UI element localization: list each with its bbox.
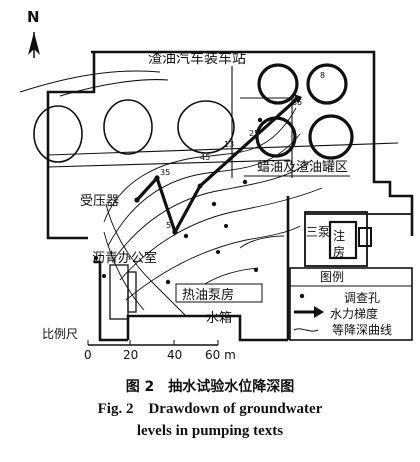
legend-item-gradient: 水力梯度 <box>330 306 378 321</box>
contour-value: 35 <box>292 98 302 107</box>
north-arrow-icon <box>28 32 40 58</box>
north-label: N <box>27 8 40 26</box>
pump-room-label-a: 注 <box>333 228 345 243</box>
drawdown-map: N <box>19 8 414 362</box>
tank-area-label: 蜡油及渣油罐区 <box>257 160 348 175</box>
scale-label: 比例尺 <box>42 327 78 341</box>
scale-tick: 40 <box>167 348 182 362</box>
contour-value: 13 <box>224 140 234 149</box>
scale-tick: 0 <box>84 348 92 362</box>
storage-tanks <box>33 63 354 163</box>
caption-english-line1: Fig. 2 Drawdown of groundwater <box>97 401 323 417</box>
site-boundary <box>46 50 414 342</box>
water-tank-label: 水箱 <box>206 310 232 326</box>
pump-room-block <box>304 211 412 267</box>
figure-caption: 图 2 抽水试验水位降深图 Fig. 2 Drawdown of groundw… <box>0 372 420 442</box>
caption-chinese: 图 2 抽水试验水位降深图 <box>125 379 295 395</box>
pump-room-label-b: 房 <box>333 244 345 259</box>
contour-value: 8 <box>320 71 325 80</box>
scale-tick: 20 <box>123 348 138 362</box>
survey-hole-symbol-icon <box>299 293 305 299</box>
scale-bar <box>87 340 219 346</box>
survey-holes <box>93 95 301 285</box>
pump-three-label: 三泵 <box>306 225 330 239</box>
legend-item-contour: 等降深曲线 <box>332 323 392 337</box>
pump-house-label: 热油泵房 <box>182 287 234 303</box>
contour-value: 35 <box>160 168 170 177</box>
loading-station-label: 渣油汽车装车站 <box>148 50 246 67</box>
drawdown-contours <box>103 107 323 317</box>
legend-item-survey-hole: 调查孔 <box>344 291 380 305</box>
legend-box <box>289 267 413 341</box>
transformer-label: 受压器 <box>80 194 119 209</box>
asphalt-office-outline <box>109 264 137 320</box>
caption-english-line2: levels in pumping texts <box>136 423 284 439</box>
contour-values: 35 25 45 35 13 8 5 <box>160 71 325 230</box>
scale-ticks: 0 20 40 60 m <box>84 348 236 362</box>
contour-value: 5 <box>166 221 171 230</box>
contour-symbol-icon <box>293 328 319 332</box>
contour-value: 25 <box>249 129 259 138</box>
legend-title: 图例 <box>320 270 344 284</box>
contour-value: 45 <box>200 153 210 162</box>
pump-house-box <box>175 283 263 303</box>
asphalt-office-label: 沥青办公室 <box>92 250 157 266</box>
scale-tick: 60 m <box>205 348 236 362</box>
